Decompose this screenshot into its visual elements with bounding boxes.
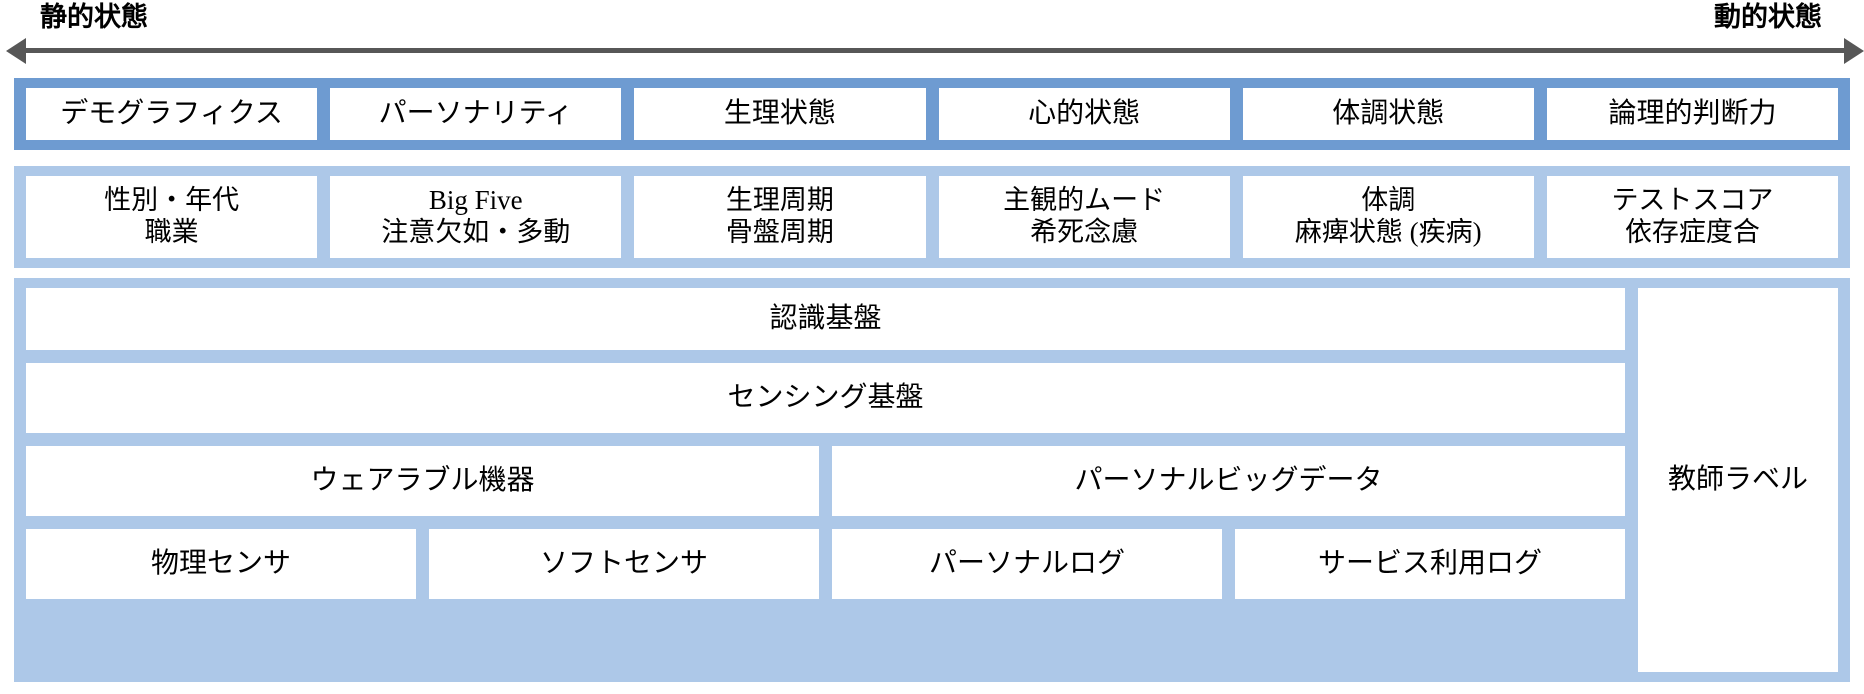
category-label: デモグラフィクス: [60, 98, 283, 130]
category-cell-personality[interactable]: パーソナリティ: [330, 88, 622, 140]
category-cell-logical-judgement[interactable]: 論理的判断力: [1546, 88, 1839, 140]
wearable-device-box[interactable]: ウェアラブル機器: [26, 446, 819, 516]
sensing-platform-box[interactable]: センシング基盤: [26, 363, 1625, 433]
attribute-line1: 体調: [1361, 185, 1416, 216]
attribute-line2: 希死念慮: [1030, 217, 1139, 247]
attribute-line2: 職業: [144, 217, 199, 247]
attribute-line1: 生理周期: [725, 185, 834, 216]
axis-line: [22, 48, 1850, 53]
category-label: 体調状態: [1332, 98, 1445, 130]
sensing-row: センシング基盤: [26, 363, 1625, 433]
teacher-label-text: 教師ラベル: [1667, 464, 1808, 496]
axis-label-static: 静的状態: [40, 2, 148, 32]
recognition-row: 認識基盤: [26, 288, 1625, 350]
attribute-band: 性別・年代 職業 Big Five 注意欠如・多動 生理周期 骨盤周期 主観的ム…: [14, 166, 1850, 268]
data-source-row: ウェアラブル機器 パーソナルビッグデータ: [26, 446, 1625, 516]
platform-left-column: 認識基盤 センシング基盤 ウェアラブル機器 パーソナルビッグデータ: [26, 288, 1625, 672]
wearable-device-label: ウェアラブル機器: [310, 465, 535, 497]
personal-bigdata-label: パーソナルビッグデータ: [1074, 465, 1383, 497]
category-band: デモグラフィクス パーソナリティ 生理状態 心的状態 体調状態 論理的判断力: [14, 78, 1850, 150]
category-cell-physiological-state[interactable]: 生理状態: [634, 88, 926, 140]
service-usage-log-box[interactable]: サービス利用ログ: [1235, 529, 1625, 599]
attribute-cell-logical-judgement[interactable]: テストスコア 依存症度合: [1546, 176, 1839, 258]
attribute-cell-physiological-state[interactable]: 生理周期 骨盤周期: [634, 176, 926, 258]
soft-sensor-label: ソフトセンサ: [539, 548, 708, 580]
state-axis: 静的状態 動的状態: [0, 0, 1864, 70]
platform-grid: 認識基盤 センシング基盤 ウェアラブル機器 パーソナルビッグデータ: [26, 288, 1838, 672]
arrow-right-icon: [1844, 38, 1864, 64]
arrow-left-icon: [6, 38, 26, 64]
physical-sensor-label: 物理センサ: [150, 548, 291, 580]
attribute-cell-demographics[interactable]: 性別・年代 職業: [26, 176, 318, 258]
axis-label-dynamic: 動的状態: [1714, 2, 1822, 32]
attribute-cell-personality[interactable]: Big Five 注意欠如・多動: [330, 176, 622, 258]
attribute-line1: テストスコア: [1611, 185, 1774, 216]
physical-sensor-box[interactable]: 物理センサ: [26, 529, 416, 599]
attribute-line2: 注意欠如・多動: [381, 217, 571, 247]
teacher-label-box[interactable]: 教師ラベル: [1638, 288, 1838, 672]
recognition-platform-box[interactable]: 認識基盤: [26, 288, 1625, 350]
category-row: デモグラフィクス パーソナリティ 生理状態 心的状態 体調状態 論理的判断力: [26, 88, 1839, 140]
attribute-cell-mental-state[interactable]: 主観的ムード 希死念慮: [938, 176, 1230, 258]
personal-log-box[interactable]: パーソナルログ: [832, 529, 1222, 599]
attribute-row: 性別・年代 職業 Big Five 注意欠如・多動 生理周期 骨盤周期 主観的ム…: [26, 176, 1839, 258]
attribute-line2: 麻痺状態 (疾病): [1294, 217, 1482, 247]
category-label: 生理状態: [723, 98, 836, 130]
attribute-line1: 性別・年代: [104, 185, 240, 216]
category-label: 論理的判断力: [1608, 98, 1777, 130]
service-usage-log-label: サービス利用ログ: [1317, 548, 1542, 580]
leaf-source-row: 物理センサ ソフトセンサ パーソナルログ サービス利用ログ: [26, 529, 1625, 599]
category-cell-mental-state[interactable]: 心的状態: [938, 88, 1230, 140]
attribute-line1: Big Five: [428, 185, 523, 216]
category-cell-demographics[interactable]: デモグラフィクス: [26, 88, 318, 140]
personal-bigdata-box[interactable]: パーソナルビッグデータ: [832, 446, 1625, 516]
soft-sensor-box[interactable]: ソフトセンサ: [429, 529, 819, 599]
category-cell-physical-condition[interactable]: 体調状態: [1242, 88, 1534, 140]
sensing-platform-label: センシング基盤: [727, 382, 924, 414]
category-label: パーソナリティ: [378, 98, 573, 130]
attribute-line2: 骨盤周期: [725, 217, 834, 247]
attribute-cell-physical-condition[interactable]: 体調 麻痺状態 (疾病): [1242, 176, 1534, 258]
attribute-line1: 主観的ムード: [1003, 185, 1166, 216]
recognition-platform-label: 認識基盤: [769, 303, 882, 335]
personal-log-label: パーソナルログ: [928, 548, 1125, 580]
category-label: 心的状態: [1028, 98, 1141, 130]
attribute-line2: 依存症度合: [1624, 217, 1760, 247]
platform-right-column: 教師ラベル: [1638, 288, 1838, 672]
platform-band: 認識基盤 センシング基盤 ウェアラブル機器 パーソナルビッグデータ: [14, 278, 1850, 682]
